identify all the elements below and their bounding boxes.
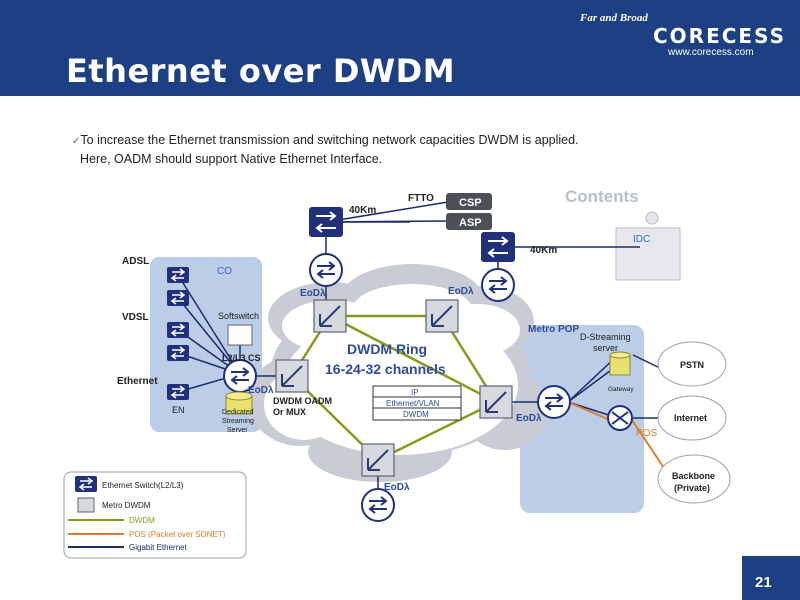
csp-label: CSP [459,197,482,209]
tagline: Far and Broad [580,12,648,24]
asp-box [446,213,492,230]
protocol-stack [372,385,462,421]
co-label: CO [217,266,232,277]
ftto-switch [308,206,344,238]
bullet-2: Here, OADM should support Native Etherne… [80,152,383,166]
legend-pos: POS (Packet over SONET) [129,530,226,539]
idc-router [481,268,515,302]
legend-switch: Ethernet Switch(L2/L3) [102,481,184,490]
backbone-1: Backbone [672,471,715,481]
vdsl-dslam-2 [166,344,190,362]
oadm-label-2: Or MUX [273,407,306,417]
gateway-label: Gateway [608,386,634,393]
legend-switch-icon [74,475,98,493]
bullet-1-text: To increase the Ethernet transmission an… [80,133,579,147]
bullet-1: ✓To increase the Ethernet transmission a… [72,133,579,147]
backbone-cloud [657,454,731,504]
csp-box [446,193,492,210]
en-label: EN [172,405,185,415]
stack-dwdm: DWDM [403,410,429,419]
eod-bottom: EoDλ [384,482,410,493]
dedicated-1: Dedicated [222,409,254,416]
internet-label: Internet [674,413,707,423]
ring-title: DWDM Ring [347,341,427,357]
pos-mux-icon [607,405,633,431]
footer-bar [742,556,800,600]
oadm-left [275,359,309,393]
oadm-bottom [361,443,395,477]
logo-url: www.corecess.com [668,47,754,58]
legend-box [63,471,247,559]
eod-top-right: EoDλ [448,286,474,297]
ethernet-label: Ethernet [117,376,158,387]
idc-label: IDC [633,234,650,245]
dstreaming-1: D-Streaming [580,332,631,342]
ethernet-switch [166,383,190,401]
adsl-dslam-1 [166,266,190,284]
backbone-2: (Private) [674,483,710,493]
pstn-label: PSTN [680,360,704,370]
gateway-icon [609,351,631,376]
oadm-top-right [425,299,459,333]
pos-label: POS [636,428,657,439]
idc-switch [480,231,516,263]
oadm-right [479,385,513,419]
oadm-label-1: DWDM OADM [273,396,332,406]
dstreaming-2: server [593,343,618,353]
metro-pop-label: Metro POP [528,324,579,335]
eod-right: EoDλ [516,413,542,424]
oadm-top-left [313,299,347,333]
pos-links [567,401,665,469]
metro-router [537,385,571,419]
softswitch-icon [227,324,253,346]
stack-ip: IP [411,388,419,397]
legend-dwdm: DWDM [129,516,155,525]
eod-left: EoDλ [248,385,274,396]
internet-cloud [657,395,727,441]
bottom-router [361,488,395,522]
check-icon: ✓ [72,136,81,147]
page-number: 21 [755,574,772,591]
header-bar [0,0,800,96]
km40-top: 40Km [349,205,376,216]
legend-metro-icon [77,497,95,513]
asp-label: ASP [459,217,482,229]
ring-subtitle: 16-24-32 channels [325,361,446,377]
streaming-server-icon [225,391,253,415]
adsl-label: ADSL [122,256,149,267]
legend-gige: Gigabit Ethernet [129,543,188,552]
ftto-label: FTTO [408,193,434,204]
dedicated-2: Streaming [222,418,254,425]
page-title: Ethernet over DWDM [66,52,456,90]
pstn-cloud [657,341,727,387]
adsl-dslam-2 [166,289,190,307]
corecess-logo: CORECESS [653,24,786,48]
idc-building [615,211,681,281]
km40-right: 40Km [530,245,557,256]
legend-metro: Metro DWDM [102,501,151,510]
contents-label: Contents [565,187,639,206]
stack-eth: Ethernet/VLAN [386,399,440,408]
l2l3cs-label: L2/L3 CS [222,353,261,363]
eod-top-left: EoDλ [300,288,326,299]
dedicated-3: Server [227,427,248,434]
vdsl-dslam-1 [166,321,190,339]
vdsl-label: VDSL [122,312,149,323]
top-router [309,253,343,287]
softswitch-label: Softswitch [218,311,259,321]
